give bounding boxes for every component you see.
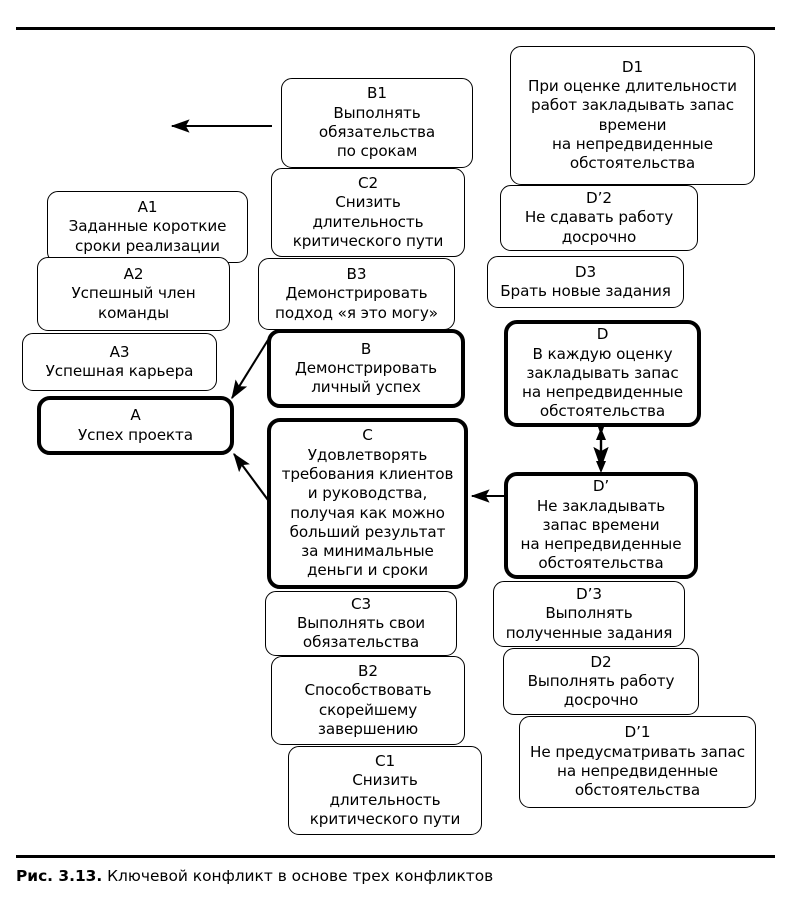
node-a3-tag: A3 — [109, 342, 130, 361]
node-c[interactable]: C Удовлетворять требования клиентов и ру… — [267, 418, 468, 589]
node-d-tag: D — [596, 325, 609, 344]
node-dprime3-tag: D’3 — [576, 585, 602, 604]
node-d2[interactable]: D2 Выполнять работу досрочно — [503, 648, 699, 715]
figure-caption: Рис. 3.13. Ключевой конфликт в основе тр… — [16, 866, 756, 886]
node-dprime2-text: Не сдавать работу досрочно — [524, 208, 674, 246]
node-a2-text: Успешный член команды — [71, 284, 196, 322]
node-a1-tag: A1 — [137, 198, 158, 217]
node-b2-text: Способствовать скорейшему завершению — [304, 681, 432, 738]
node-d1[interactable]: D1 При оценке длительности работ заклады… — [510, 46, 755, 185]
node-a1[interactable]: A1 Заданные короткие сроки реализации — [47, 191, 248, 263]
node-dprime-tag: D’ — [592, 477, 610, 496]
node-b3-tag: B3 — [346, 265, 367, 284]
node-a3-text: Успешная карьера — [45, 362, 194, 380]
node-c1-tag: C1 — [374, 751, 396, 770]
node-d1-tag: D1 — [621, 57, 644, 76]
arrow-c-to-a — [233, 452, 269, 501]
node-d3-tag: D3 — [574, 262, 597, 281]
node-dprime1[interactable]: D’1 Не предусматривать запас на непредви… — [519, 716, 756, 808]
node-a3[interactable]: A3 Успешная карьера — [22, 333, 217, 391]
node-a[interactable]: A Успех проекта — [37, 396, 234, 455]
node-a-tag: A — [130, 406, 141, 425]
node-c2-tag: C2 — [357, 173, 379, 192]
node-c2-text: Снизить длительность критического пути — [292, 193, 444, 250]
node-d-text: В каждую оценку закладывать запас на неп… — [522, 344, 683, 421]
node-c-text: Удовлетворять требования клиентов и руко… — [281, 445, 454, 580]
node-dprime2[interactable]: D’2 Не сдавать работу досрочно — [500, 185, 698, 251]
node-b2-tag: B2 — [358, 661, 378, 680]
bottom-divider-rule — [16, 855, 775, 858]
node-dprime-text: Не закладывать запас времени на непредви… — [520, 496, 682, 573]
figure-caption-text: Ключевой конфликт в основе трех конфликт… — [107, 867, 494, 885]
node-b-tag: B — [360, 339, 372, 358]
node-b1[interactable]: B1 Выполнять обязательства по срокам — [281, 78, 473, 168]
node-dprime3-text: Выполнять полученные задания — [505, 604, 673, 642]
top-divider-rule — [16, 27, 775, 30]
arrow-b-to-a — [231, 339, 269, 400]
node-c1-text: Снизить длительность критического пути — [309, 771, 461, 828]
node-b3[interactable]: B3 Демонстрировать подход «я это могу» — [258, 258, 455, 330]
node-d3-text: Брать новые задания — [500, 282, 671, 300]
node-a1-text: Заданные короткие сроки реализации — [68, 217, 227, 255]
node-c1[interactable]: C1 Снизить длительность критического пут… — [288, 746, 482, 835]
node-d2-text: Выполнять работу досрочно — [527, 671, 675, 710]
node-a-text: Успех проекта — [78, 425, 193, 444]
node-a2[interactable]: A2 Успешный член команды — [37, 257, 230, 331]
node-c3-tag: C3 — [350, 594, 372, 613]
node-dprime2-tag: D’2 — [586, 189, 612, 208]
node-c-tag: C — [362, 426, 373, 445]
node-b[interactable]: B Демонстрировать личный успех — [267, 329, 465, 408]
node-b3-text: Демонстрировать подход «я это могу» — [275, 284, 438, 322]
node-a2-tag: A2 — [123, 265, 144, 284]
node-b2[interactable]: B2 Способствовать скорейшему завершению — [271, 656, 465, 745]
node-d3[interactable]: D3 Брать новые задания — [487, 256, 684, 308]
node-b1-tag: B1 — [367, 84, 387, 103]
node-d[interactable]: D В каждую оценку закладывать запас на н… — [504, 320, 701, 427]
node-dprime1-text: Не предусматривать запас на непредвиденн… — [530, 742, 745, 800]
node-d1-text: При оценке длительности работ закладыват… — [528, 76, 737, 173]
figure-caption-number: Рис. 3.13. — [16, 867, 103, 885]
node-d2-tag: D2 — [590, 652, 612, 671]
node-c2[interactable]: C2 Снизить длительность критического пут… — [271, 168, 465, 257]
arrow-d-to-dprime — [593, 413, 609, 473]
node-c3[interactable]: C3 Выполнять свои обязательства — [265, 591, 457, 656]
node-b1-text: Выполнять обязательства по срокам — [318, 103, 436, 161]
node-dprime[interactable]: D’ Не закладывать запас времени на непре… — [504, 472, 698, 579]
node-dprime1-tag: D’1 — [624, 723, 651, 742]
node-dprime3[interactable]: D’3 Выполнять полученные задания — [493, 581, 685, 647]
node-b-text: Демонстрировать личный успех — [294, 358, 438, 397]
node-c3-text: Выполнять свои обязательства — [296, 613, 426, 652]
